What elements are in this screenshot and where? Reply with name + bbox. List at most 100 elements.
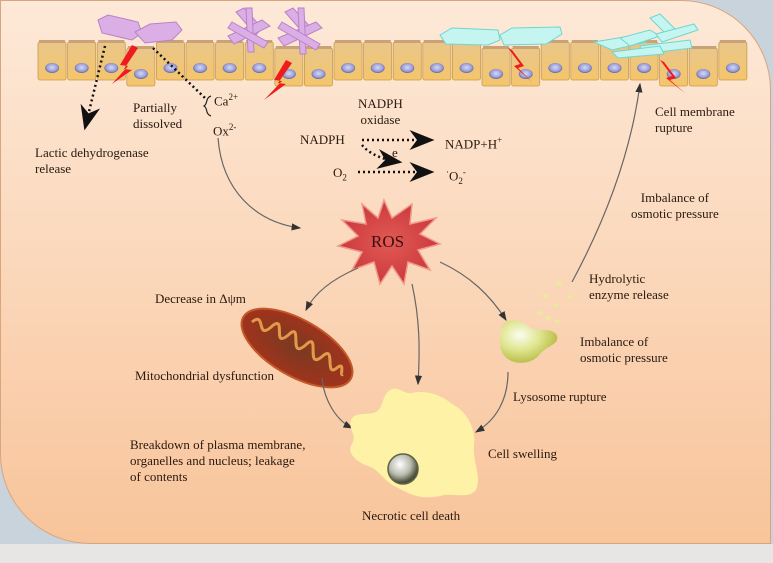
epithelial-cell (688, 47, 718, 87)
microvilli (542, 40, 569, 43)
label-breakdown-line3: of contents (130, 469, 188, 484)
epithelial-cell (363, 41, 393, 81)
epithelial-cell (303, 47, 333, 87)
label-ros: ROS (371, 232, 405, 251)
microvilli (98, 40, 125, 43)
cell-nucleus (489, 69, 504, 79)
label-mitochondrial-dysfunction: Mitochondrial dysfunction (135, 368, 275, 383)
cystine-crystal-cluster-right (592, 13, 699, 59)
cell-nucleus (370, 63, 385, 73)
cell-nucleus (518, 69, 533, 79)
microvilli (690, 46, 717, 49)
microvilli (571, 40, 598, 43)
lysosome (499, 320, 558, 363)
label-necrotic-cell-death: Necrotic cell death (362, 508, 461, 523)
rupture-upward-arrow (571, 82, 643, 283)
cell-nucleus (548, 63, 563, 73)
label-breakdown-line2: organelles and nucleus; leakage (130, 453, 295, 468)
epithelial-cell (215, 41, 245, 81)
epithelial-cell-layer (37, 40, 748, 87)
bottom-border (0, 544, 773, 563)
lightning-icon (508, 48, 532, 82)
cell-nucleus (459, 63, 474, 73)
microvilli (157, 40, 184, 43)
label-dissolved: dissolved (133, 116, 183, 131)
lysosome-to-cell-arrow (474, 371, 509, 433)
label-oxalate-ion: Ox2- (213, 119, 236, 139)
label-hydrolytic-enzyme-release: Hydrolytic enzyme release (589, 271, 669, 303)
label-imbalance-osmotic-top: Imbalance of osmotic pressure (631, 190, 719, 222)
label-nadph-oxidase-line2: oxidase (360, 112, 401, 127)
ldh-release-arrow (80, 45, 107, 131)
microvilli (719, 40, 746, 43)
epithelial-cell (451, 41, 481, 81)
nadp-h-charge: + (497, 135, 503, 145)
label-imbalance-lyso-line2: osmotic pressure (580, 350, 668, 365)
cell-nucleus (133, 69, 148, 79)
nadp-h-text: NADP+H (445, 136, 498, 152)
microvilli (483, 46, 510, 49)
microvilli (187, 40, 214, 43)
superoxide-subscript: 2 (458, 175, 463, 186)
cell-nucleus (74, 63, 89, 73)
superoxide-charge: - (462, 167, 466, 177)
lightning-bolts (112, 45, 686, 100)
o2-subscript: 2 (342, 172, 347, 183)
label-nadph-oxidase: NADPH oxidase (358, 96, 403, 128)
cell-nucleus (45, 63, 60, 73)
microvilli (335, 40, 362, 43)
cell-nucleus (400, 63, 415, 73)
label-oxygen: O2 (333, 165, 347, 186)
ros-starburst (335, 197, 443, 286)
microvilli (39, 40, 66, 43)
ros-to-cell-arrow (411, 283, 423, 386)
epithelial-cell (37, 41, 67, 81)
microvilli (512, 46, 539, 49)
cell-nucleus (193, 63, 208, 73)
label-cell-swelling: Cell swelling (488, 446, 557, 461)
mitochondria-to-cell-arrow (321, 377, 354, 429)
microvilli (394, 40, 421, 43)
epithelial-cell (422, 41, 452, 81)
epithelial-cell (67, 41, 97, 81)
microvilli (216, 40, 243, 43)
microvilli (364, 40, 391, 43)
o2-text: O (333, 165, 343, 180)
cell-nucleus (637, 63, 652, 73)
cell-nucleus (429, 63, 444, 73)
epithelial-cell (392, 41, 422, 81)
cell-nucleus (311, 69, 326, 79)
ros-to-mitochondria-arrow (305, 267, 359, 312)
lightning-icon (112, 45, 138, 84)
calcium-oxalate-crystal-cluster-1 (227, 7, 271, 53)
label-imbalance-top-line2: osmotic pressure (631, 206, 719, 221)
label-nadph-oxidase-line1: NADPH (358, 96, 403, 111)
epithelial-cell (570, 41, 600, 81)
epithelial-cell (481, 47, 511, 87)
microvilli (275, 46, 302, 49)
microvilli (423, 40, 450, 43)
cell-nucleus (104, 63, 119, 73)
label-imbalance-lyso-line1: Imbalance of (580, 334, 649, 349)
cystine-crystal-middle (439, 26, 563, 46)
ros-to-lysosome-arrow (439, 261, 507, 322)
epithelial-cell (718, 41, 748, 81)
cell-nucleus (163, 63, 178, 73)
microvilli (305, 46, 332, 49)
brace (202, 95, 212, 117)
cell-nucleus (222, 63, 237, 73)
label-superoxide: ·O2- (446, 164, 466, 189)
necrotic-cell (350, 388, 478, 498)
superoxide-radical-dot: · (446, 167, 449, 177)
ox-charge: 2- (228, 122, 237, 132)
lightning-icon (264, 60, 292, 100)
label-nadph: NADPH (300, 132, 345, 147)
dissolution-dotted-line (152, 47, 206, 99)
label-partially-dissolved: Partially dissolved (133, 100, 182, 132)
label-imbalance-osmotic-lysosome: Imbalance of osmotic pressure (580, 334, 668, 366)
epithelial-cell (155, 41, 185, 81)
ox-text: Ox (213, 123, 229, 139)
label-partially: Partially (133, 100, 178, 115)
label-calcium-ion: Ca2+ (214, 89, 238, 109)
lightning-icon (660, 60, 686, 94)
